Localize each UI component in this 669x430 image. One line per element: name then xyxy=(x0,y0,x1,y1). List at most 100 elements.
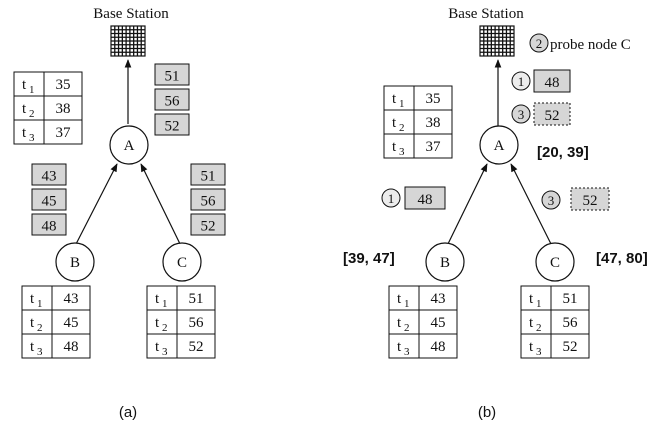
message-value: 48 xyxy=(418,192,433,208)
probe-step: 2 probe node C xyxy=(529,33,631,53)
message-value: 52 xyxy=(545,108,560,124)
table-row-value: 56 xyxy=(189,315,205,331)
message-value: 51 xyxy=(165,69,180,85)
table-row-label: t xyxy=(22,125,27,141)
step-number: 3 xyxy=(518,107,525,122)
node-a: A xyxy=(479,125,519,165)
table-row-index: 1 xyxy=(404,298,410,310)
table-row-value: 38 xyxy=(56,101,71,117)
table-row-index: 1 xyxy=(399,98,405,110)
node-a-label: A xyxy=(124,138,135,154)
message-value: 51 xyxy=(201,169,216,185)
table-row-index: 2 xyxy=(29,108,35,120)
message-box xyxy=(31,213,67,236)
step-marker xyxy=(511,71,531,91)
node-a: A xyxy=(109,125,149,165)
table-row-label: t xyxy=(30,339,35,355)
message-box xyxy=(154,63,190,86)
message-value: 56 xyxy=(165,94,181,110)
table-row-value: 51 xyxy=(189,291,204,307)
node-c-label: C xyxy=(550,255,560,271)
table-row-index: 1 xyxy=(37,298,43,310)
message-box xyxy=(31,163,67,186)
node-b: B xyxy=(55,242,95,282)
message-value: 52 xyxy=(583,193,598,209)
message-box xyxy=(154,88,190,111)
step-marker xyxy=(381,188,401,208)
message-box xyxy=(190,163,226,186)
node-c-label: C xyxy=(177,255,187,271)
node-a-label: A xyxy=(494,138,505,154)
node-b-label: B xyxy=(440,255,450,271)
table-row-value: 35 xyxy=(56,77,71,93)
table-row-label: t xyxy=(392,115,397,131)
message-value: 48 xyxy=(545,75,560,91)
table-row-index: 2 xyxy=(399,122,405,134)
step-number: 3 xyxy=(548,193,555,208)
message-value: 52 xyxy=(201,219,216,235)
table-row-label: t xyxy=(397,339,402,355)
step-number: 1 xyxy=(518,74,525,89)
table-row-index: 3 xyxy=(536,346,542,358)
message-box xyxy=(190,188,226,211)
message-box xyxy=(404,186,446,210)
message-value: 48 xyxy=(42,219,57,235)
table-row-index: 3 xyxy=(37,346,43,358)
table-row-label: t xyxy=(397,291,402,307)
message-box xyxy=(533,69,571,93)
range-node-a: [20, 39] xyxy=(537,144,589,161)
message-value: 45 xyxy=(42,194,57,210)
message-a-to-base-step1: 1 48 xyxy=(511,69,571,93)
message-box xyxy=(31,188,67,211)
node-c: C xyxy=(535,242,575,282)
message-box xyxy=(570,187,610,211)
table-row-index: 2 xyxy=(404,322,410,334)
message-box xyxy=(190,213,226,236)
messages-b-to-a: 43 45 48 xyxy=(31,163,67,236)
table-row-index: 1 xyxy=(536,298,542,310)
table-row-index: 3 xyxy=(399,146,405,158)
message-value: 43 xyxy=(42,169,57,185)
message-value: 52 xyxy=(165,119,180,135)
table-row-value: 38 xyxy=(426,115,441,131)
table-row-label: t xyxy=(155,315,160,331)
table-row-value: 45 xyxy=(431,315,446,331)
table-row-label: t xyxy=(529,339,534,355)
table-row-label: t xyxy=(529,291,534,307)
table-row-label: t xyxy=(392,139,397,155)
base-station-label: Base Station xyxy=(448,6,524,22)
table-row-index: 1 xyxy=(29,84,35,96)
panel-b: Base Station 2 probe node C A B C [20, 3… xyxy=(343,6,648,421)
step-2-number: 2 xyxy=(536,36,543,51)
base-station-icon xyxy=(110,25,146,57)
table-row-index: 2 xyxy=(37,322,43,334)
table-row-index: 3 xyxy=(404,346,410,358)
base-station-label: Base Station xyxy=(93,6,169,22)
table-row-value: 43 xyxy=(431,291,446,307)
messages-a-to-base: 51 56 52 xyxy=(154,63,190,136)
table-row-index: 1 xyxy=(162,298,168,310)
step-2-text: probe node C xyxy=(550,37,631,53)
table-row-label: t xyxy=(155,339,160,355)
table-row-value: 52 xyxy=(189,339,204,355)
table-row-value: 48 xyxy=(431,339,446,355)
table-row-index: 2 xyxy=(536,322,542,334)
table-row-label: t xyxy=(30,291,35,307)
table-row-index: 3 xyxy=(162,346,168,358)
range-node-c: [47, 80] xyxy=(596,250,648,267)
table-row-value: 52 xyxy=(563,339,578,355)
message-a-to-base-step3: 3 52 xyxy=(511,102,571,126)
table-row-index: 2 xyxy=(162,322,168,334)
node-b: B xyxy=(425,242,465,282)
step-2-marker xyxy=(529,33,549,53)
step-marker xyxy=(541,190,561,210)
table-row-index: 3 xyxy=(29,132,35,144)
node-b-label: B xyxy=(70,255,80,271)
caption-a: (a) xyxy=(119,404,137,421)
